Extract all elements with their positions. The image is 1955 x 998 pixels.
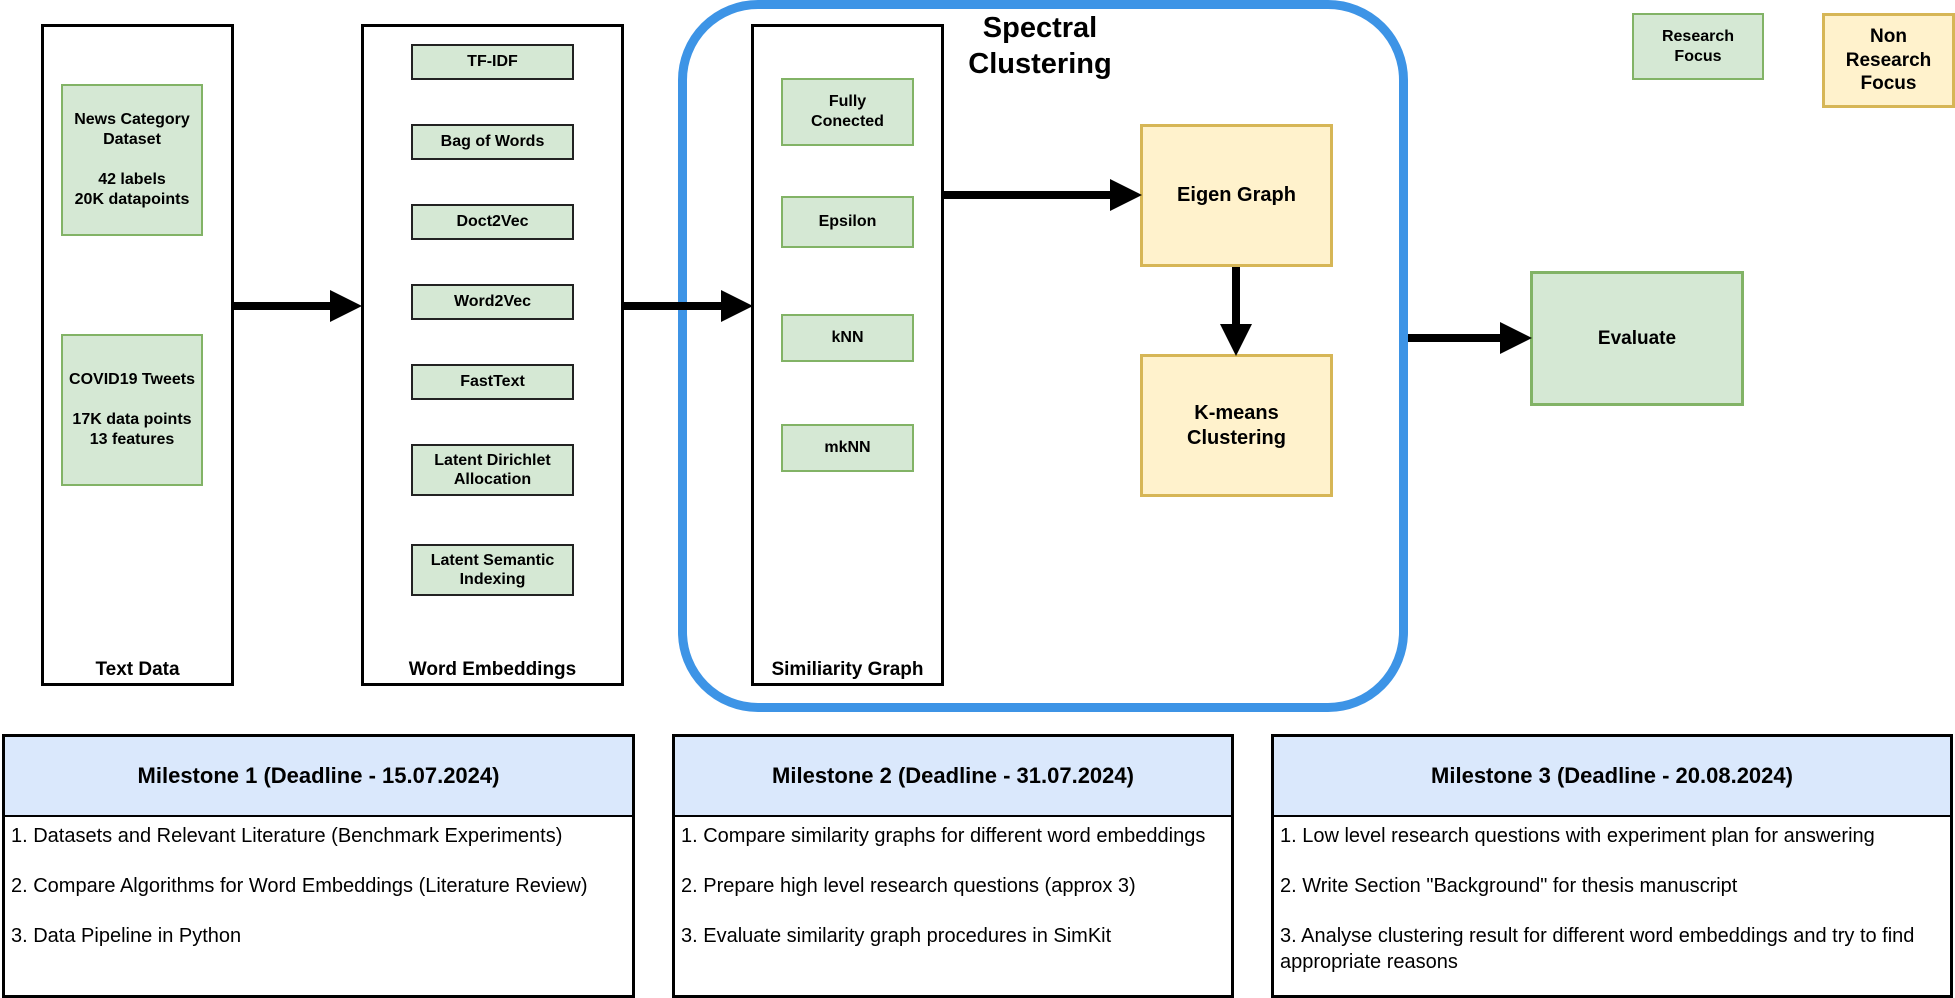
similarity-mknn: mkNN (781, 424, 914, 472)
embedding-word2vec: Word2Vec (411, 284, 574, 320)
milestone-2-title: Milestone 2 (Deadline - 31.07.2024) (675, 737, 1231, 817)
news-category-dataset-box: News Category Dataset 42 labels 20K data… (61, 84, 203, 236)
milestone-1-item-1: 1. Datasets and Relevant Literature (Ben… (11, 825, 563, 847)
milestone-3-item-3: 3. Analyse clustering result for differe… (1280, 925, 1915, 973)
milestone-3-item-1: 1. Low level research questions with exp… (1280, 825, 1875, 847)
milestone-2-item-3: 3. Evaluate similarity graph procedures … (681, 925, 1112, 947)
milestone-1-item-3: 3. Data Pipeline in Python (11, 925, 242, 947)
evaluate-box: Evaluate (1530, 271, 1744, 406)
embedding-tf-idf: TF-IDF (411, 44, 574, 80)
text-data-label: Text Data (95, 659, 180, 680)
milestone-2-item-1: 1. Compare similarity graphs for differe… (681, 825, 1206, 847)
milestone-2-item-2: 2. Prepare high level research questions… (681, 875, 1136, 897)
milestone-3: Milestone 3 (Deadline - 20.08.2024) 1. L… (1271, 734, 1953, 998)
embedding-bag-of-words: Bag of Words (411, 124, 574, 160)
milestone-1-item-2: 2. Compare Algorithms for Word Embedding… (11, 875, 588, 897)
similarity-graph-label: Similiarity Graph (771, 659, 924, 680)
covid19-tweets-box: COVID19 Tweets 17K data points 13 featur… (61, 334, 203, 486)
kmeans-clustering-box: K-means Clustering (1140, 354, 1333, 497)
embedding-fasttext: FastText (411, 364, 574, 400)
milestone-3-item-2: 2. Write Section "Background" for thesis… (1280, 875, 1738, 897)
similarity-epsilon: Epsilon (781, 196, 914, 248)
milestone-2: Milestone 2 (Deadline - 31.07.2024) 1. C… (672, 734, 1234, 998)
milestone-1-title: Milestone 1 (Deadline - 15.07.2024) (5, 737, 632, 817)
similarity-fully-connected: Fully Conected (781, 78, 914, 146)
milestone-3-title: Milestone 3 (Deadline - 20.08.2024) (1274, 737, 1950, 817)
embedding-doct2vec: Doct2Vec (411, 204, 574, 240)
embedding-latent-semantic-indexing: Latent Semantic Indexing (411, 544, 574, 596)
embedding-latent-dirichlet-allocation: Latent Dirichlet Allocation (411, 444, 574, 496)
milestone-1: Milestone 1 (Deadline - 15.07.2024) 1. D… (2, 734, 635, 998)
legend-non-research-focus: Non Research Focus (1822, 13, 1955, 108)
word-embeddings-label: Word Embeddings (408, 659, 577, 680)
spectral-clustering-title: Spectral Clustering (968, 12, 1112, 81)
legend-research-focus: Research Focus (1632, 13, 1764, 80)
similarity-knn: kNN (781, 314, 914, 362)
